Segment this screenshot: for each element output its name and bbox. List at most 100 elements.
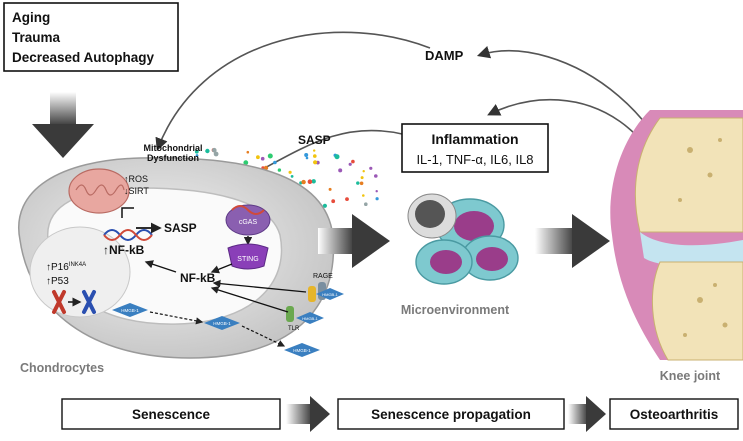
mito-label-line1: Mitochondrial <box>144 143 203 153</box>
knee-joint-illustration <box>610 110 743 361</box>
sasp-particle <box>360 176 364 180</box>
svg-text:HMGB-1: HMGB-1 <box>293 348 311 353</box>
stage-senescence-label: Senescence <box>132 407 211 422</box>
sasp-particle <box>328 187 332 191</box>
cgas-complex: cGAS <box>225 204 271 236</box>
rage-to-nfkb-arrow <box>212 279 307 293</box>
sting-label: STING <box>237 256 258 263</box>
sasp-particle <box>375 197 379 201</box>
hmgb-diamond: HMGB-1 <box>316 288 344 300</box>
sasp-particle <box>311 179 316 184</box>
sasp-particle <box>304 153 309 157</box>
sasp-particle <box>195 154 199 157</box>
rage-label: RAGE <box>313 273 333 280</box>
immune-cells <box>407 193 519 285</box>
sasp-particle <box>334 154 340 160</box>
p16-label: ↑P16INK4A <box>46 262 86 273</box>
hmgb-diamond: HMGB-1 <box>112 303 148 317</box>
sasp-particle <box>301 179 306 185</box>
stage-arrow-2 <box>568 396 606 432</box>
sasp-particle <box>375 190 378 193</box>
tlr-to-nfkb-arrow <box>210 286 289 313</box>
sasp-particle <box>260 156 265 161</box>
svg-text:HMGB-1: HMGB-1 <box>213 321 231 326</box>
svg-text:HMGB-1: HMGB-1 <box>121 308 139 313</box>
sasp-particle <box>246 150 250 154</box>
nfkb-label: NF-kB <box>180 271 216 285</box>
inflammation-box: Inflammation IL-1, TNF-α, IL6, IL8 <box>401 123 549 173</box>
mito-sirt: ↓SIRT <box>124 186 149 196</box>
chromosome-icon <box>52 290 96 314</box>
mito-ros: ↑ROS <box>124 174 148 184</box>
hmgb-molecules: HMGB-1 HMGB-1 HMGB-1 HMGB-1 HMGB-1 <box>112 288 344 357</box>
causes-box: Aging Trauma Decreased Autophagy <box>3 2 179 72</box>
cause-aging: Aging <box>12 10 50 25</box>
sasp-particle <box>313 149 316 152</box>
sting-protein: STING <box>227 243 269 270</box>
chondrocytes-label: Chondrocytes <box>20 361 104 375</box>
sasp-particle <box>356 181 360 185</box>
down-gradient-arrow <box>32 92 94 158</box>
sasp-particle <box>338 168 343 173</box>
sasp-particle <box>305 156 309 160</box>
sasp-particle <box>331 199 336 204</box>
sasp-particle <box>362 170 365 173</box>
hmgb-diamond: HMGB-1 <box>204 316 240 330</box>
sasp-particle <box>205 148 210 154</box>
sasp-particle <box>277 168 282 172</box>
mito-to-dna-arrow <box>121 207 134 218</box>
sasp-particle <box>288 170 292 174</box>
sasp-particle <box>362 194 365 197</box>
sasp-particle <box>194 149 199 154</box>
sasp-particle <box>345 197 349 202</box>
inflammation-title: Inflammation <box>431 131 518 147</box>
svg-text:HMGB-1: HMGB-1 <box>302 316 318 321</box>
cause-decreased-autophagy: Decreased Autophagy <box>12 50 155 65</box>
tlr-receptor: TLR <box>286 306 300 332</box>
stage-osteoarthritis-label: Osteoarthritis <box>630 407 719 422</box>
sasp-particle <box>351 159 355 164</box>
sasp-particle <box>313 160 318 165</box>
sasp-particle <box>359 181 364 186</box>
inflammation-cytokines: IL-1, TNF-α, IL6, IL8 <box>416 152 533 167</box>
micro-to-knee-arrow <box>535 214 610 268</box>
sasp-particle <box>263 165 269 171</box>
hmgb-diamond: HMGB-1 <box>284 343 320 357</box>
sasp-particle <box>267 153 273 159</box>
damp-label: DAMP <box>425 48 464 63</box>
tlr-label: TLR <box>288 326 300 332</box>
cause-trauma: Trauma <box>12 30 61 45</box>
cell-sasp-label: SASP <box>164 221 197 235</box>
sting-to-nfkb-arrow <box>210 263 233 274</box>
svg-text:HMGB-1: HMGB-1 <box>322 292 338 297</box>
stage-propagation-label: Senescence propagation <box>371 407 531 422</box>
sasp-particle <box>313 154 317 158</box>
dna-helix-icon <box>103 229 153 241</box>
sasp-particle <box>212 147 217 153</box>
cgas-label: cGAS <box>239 219 258 226</box>
hmgb-diamond: HMGB-1 <box>296 312 324 324</box>
sasp-particle <box>243 160 249 166</box>
sasp-particle <box>348 162 352 166</box>
microenvironment-label: Microenvironment <box>401 303 510 317</box>
sasp-particle <box>322 203 327 208</box>
sasp-particle <box>273 160 277 165</box>
knee-joint-label: Knee joint <box>660 369 721 383</box>
cell-to-micro-arrow <box>318 214 390 268</box>
mitochondrion <box>68 168 130 214</box>
chondrocyte-cell <box>18 157 335 359</box>
mito-label-line2: Dysfunction <box>147 153 199 163</box>
sasp-particle <box>307 179 313 184</box>
stage-arrow-1 <box>286 396 330 432</box>
sasp-particle <box>374 174 378 178</box>
nfkb-to-dna-arrow <box>144 260 177 273</box>
sasp-particle <box>290 175 294 178</box>
sasp-particle <box>213 151 219 157</box>
sasp-particle <box>364 202 368 206</box>
sasp-particle <box>256 155 260 160</box>
damp-to-mito-arrow <box>155 31 431 151</box>
stage-senescence: Senescence <box>61 398 281 430</box>
p53-label: ↑P53 <box>46 276 69 287</box>
